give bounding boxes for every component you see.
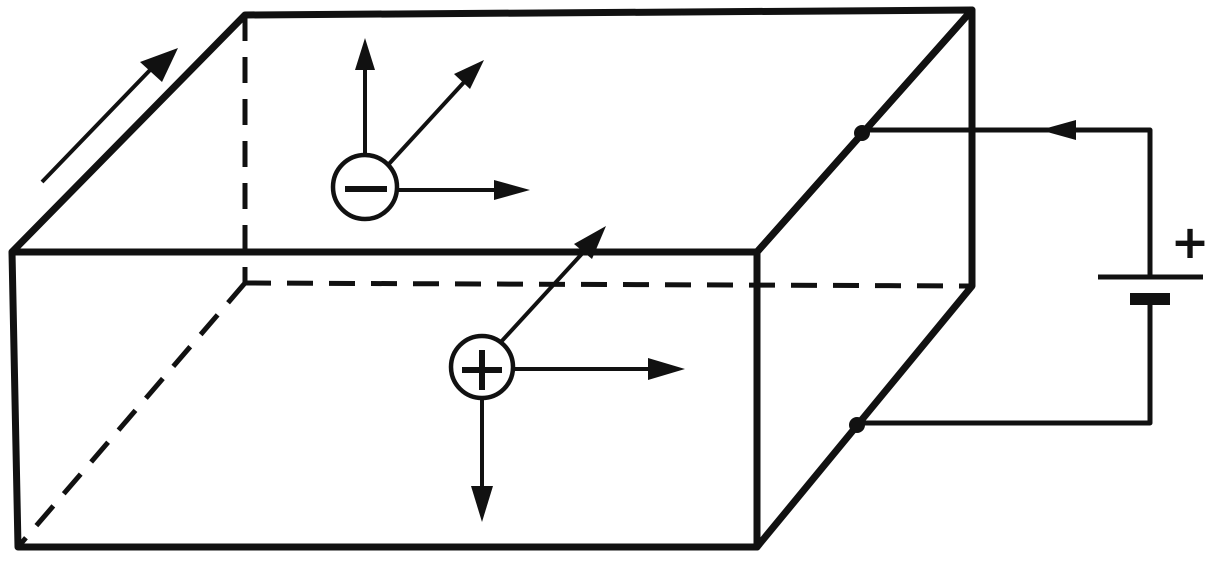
current-arrow-head — [140, 48, 178, 82]
battery-circuit: + — [849, 120, 1209, 433]
bottom-wire — [857, 300, 1153, 426]
battery-positive-label: + — [1171, 215, 1210, 269]
positive-charge-down-arrowhead — [471, 486, 493, 522]
positive-charge-diagonal-vector — [498, 243, 592, 345]
hidden-edges — [16, 15, 973, 549]
positive-charge-group — [448, 226, 685, 522]
current-arrow-shaft — [40, 66, 154, 184]
slab-top-face — [8, 6, 976, 256]
slab-outline — [8, 6, 976, 551]
negative-charge-group — [330, 38, 530, 222]
negative-charge-diagonal-vector — [386, 78, 468, 167]
negative-charge-up-arrowhead — [355, 38, 375, 70]
negative-charge-right-arrowhead — [494, 180, 530, 200]
hidden-edge-back-bottom — [244, 280, 973, 289]
top-contact-dot — [854, 125, 870, 141]
slab-front-face — [8, 248, 761, 551]
current-direction-arrow — [40, 48, 178, 184]
slab-right-face — [753, 6, 976, 551]
plus-icon — [462, 350, 502, 390]
hidden-edge-bottom-left-depth — [16, 281, 247, 549]
positive-charge-right-arrowhead — [648, 358, 685, 380]
top-wire-arrowhead — [1040, 120, 1076, 140]
negative-charge-diagonal-arrowhead — [454, 60, 484, 89]
positive-charge-diagonal-arrowhead — [574, 226, 606, 259]
top-wire — [862, 127, 1153, 277]
